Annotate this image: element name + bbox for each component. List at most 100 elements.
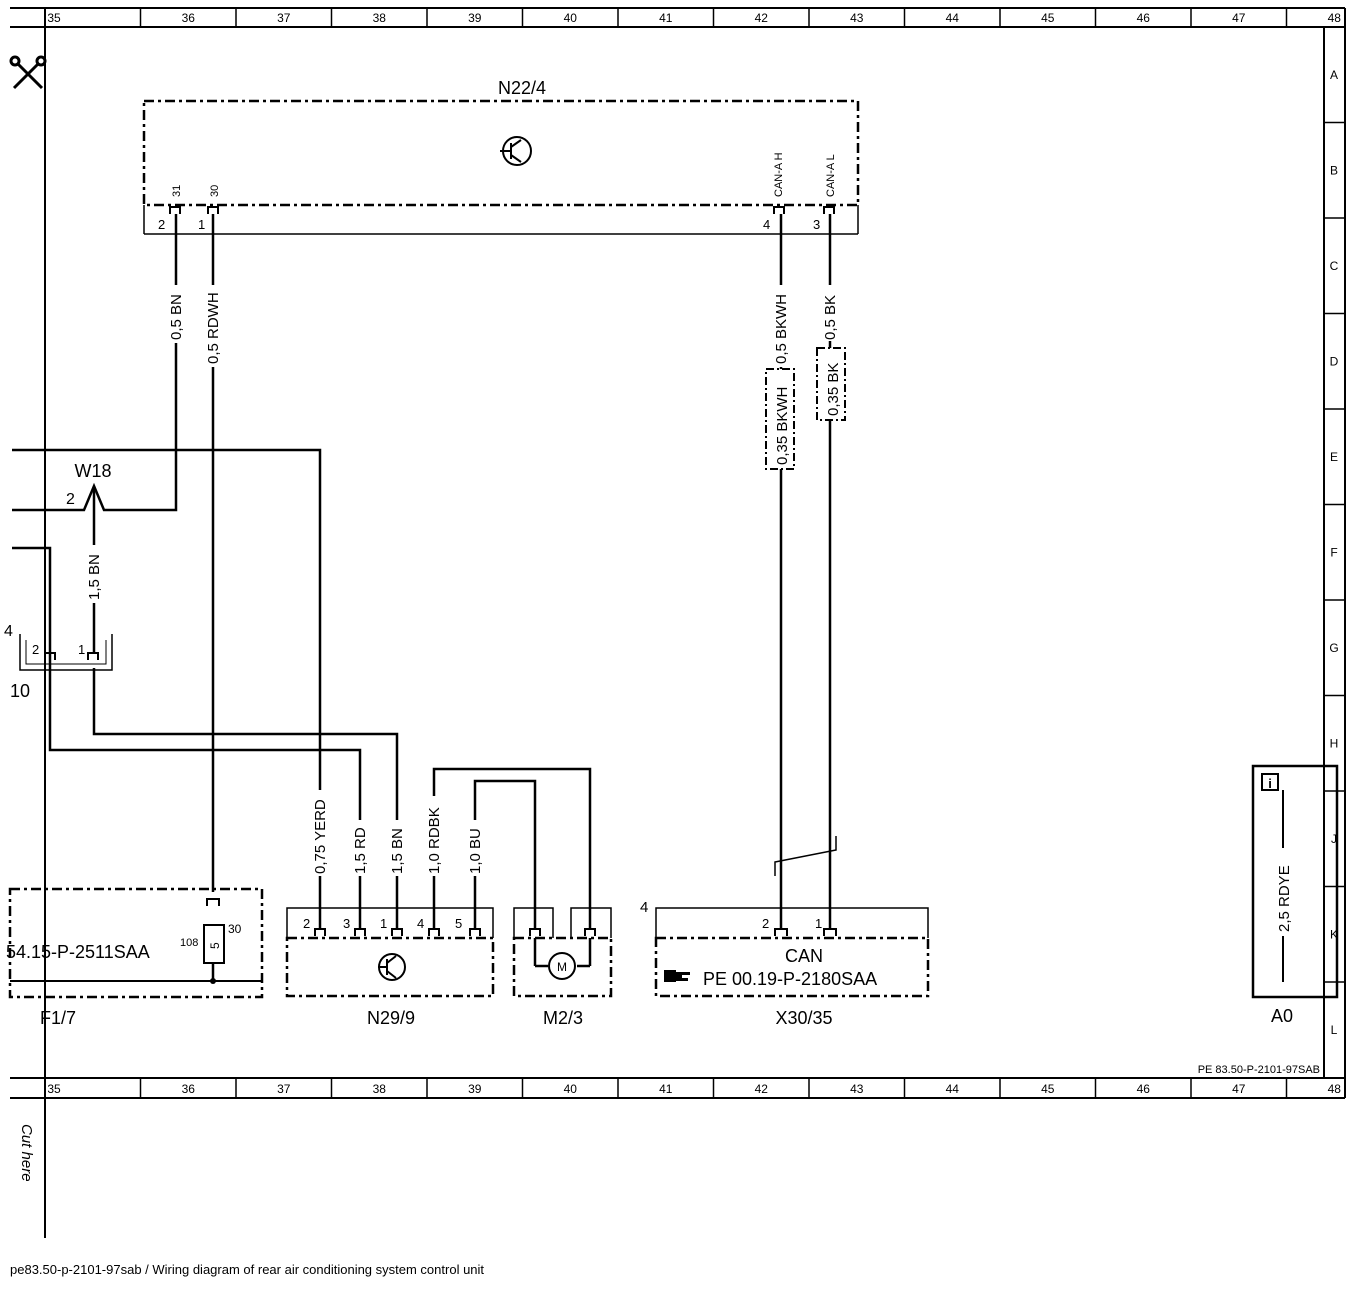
wire-label-rd-15: 1,5 RD — [352, 827, 369, 874]
grid-col-label: 43 — [850, 1082, 864, 1096]
svg-text:31: 31 — [171, 185, 183, 197]
grid-col-label: 36 — [182, 1082, 196, 1096]
component-x30-35: 4 2 1 CAN PE 00.19-P-2180SAA X30/35 — [640, 899, 930, 1028]
grid-row-label: F — [1330, 545, 1337, 559]
f1-7-ref: 54.15-P-2511SAA — [6, 942, 150, 962]
page-caption: pe83.50-p-2101-97sab / Wiring diagram of… — [10, 1262, 485, 1277]
wire-label-bn-15: 1,5 BN — [389, 828, 406, 874]
grid-col-label: 35 — [47, 1082, 61, 1096]
svg-text:5: 5 — [455, 916, 462, 931]
grid-col-label: 46 — [1137, 1082, 1151, 1096]
grid-col-label: 48 — [1328, 1082, 1342, 1096]
wire-label-rdwh-05: 0,5 RDWH — [205, 292, 222, 364]
grid-row-label: D — [1330, 354, 1339, 368]
grid-row-ticks — [1324, 121, 1345, 983]
component-n29-9: 2 3 1 4 5 N29/9 — [285, 907, 495, 1028]
wire-label-bkwh-05: 0,5 BKWH — [773, 294, 790, 364]
grid-col-label: 36 — [182, 11, 196, 25]
grid-col-label: 44 — [946, 1082, 960, 1096]
doc-reference: PE 83.50-P-2101-97SAB — [1198, 1064, 1320, 1076]
grid-col-label: 40 — [564, 11, 578, 25]
svg-text:3: 3 — [813, 217, 820, 232]
m2-3-label: M2/3 — [543, 1008, 583, 1028]
grid-col-label: 42 — [755, 11, 769, 25]
grid-row-label: E — [1330, 450, 1338, 464]
grid-col-label: 41 — [659, 1082, 673, 1096]
grid-row-label: C — [1330, 259, 1339, 273]
component-w18: W18 2 — [66, 461, 112, 508]
grid-col-label: 44 — [946, 11, 960, 25]
wire-label-rdbk-10: 1,0 RDBK — [426, 807, 443, 874]
grid-row-label: B — [1330, 163, 1338, 177]
svg-text:i: i — [1268, 776, 1272, 791]
svg-text:1: 1 — [380, 916, 387, 931]
n29-9-label: N29/9 — [367, 1008, 415, 1028]
wire-label-bk-05: 0,5 BK — [822, 295, 839, 340]
w18-label: W18 — [74, 461, 111, 481]
x30-35-ref: PE 00.19-P-2180SAA — [703, 969, 877, 989]
svg-text:3: 3 — [343, 916, 350, 931]
svg-text:4: 4 — [763, 217, 770, 232]
transistor-icon — [500, 136, 532, 166]
svg-text:1: 1 — [198, 217, 205, 232]
svg-text:2: 2 — [303, 916, 310, 931]
grid-col-label: 46 — [1137, 11, 1151, 25]
svg-text:108: 108 — [180, 937, 198, 949]
pointing-hand-icon — [664, 970, 690, 982]
cut-here-label: Cut here — [18, 1124, 35, 1182]
grid-row-label: H — [1330, 736, 1339, 750]
grid-col-label: 42 — [755, 1082, 769, 1096]
grid-col-label: 38 — [373, 1082, 387, 1096]
grid-col-label: 38 — [373, 11, 387, 25]
grid-row-labels: A B C D E F G H J K L — [1329, 68, 1338, 1037]
wire-label-bn-05: 0,5 BN — [168, 294, 185, 340]
svg-text:1: 1 — [78, 642, 85, 657]
grid-col-label: 45 — [1041, 11, 1055, 25]
component-n22-4: N22/4 31 30 CAN-A H CAN-A L 2 1 4 3 — [142, 78, 860, 235]
grid-col-label: 48 — [1328, 11, 1342, 25]
svg-text:2: 2 — [762, 916, 769, 931]
grid-row-label: L — [1331, 1023, 1338, 1037]
motor-icon: M — [548, 952, 576, 980]
grid-row-label: A — [1330, 68, 1338, 82]
grid-col-label: 45 — [1041, 1082, 1055, 1096]
svg-text:5: 5 — [208, 942, 222, 949]
scissors-icon — [9, 55, 47, 90]
wire-label-yerd-075: 0,75 YERD — [312, 799, 329, 874]
component-connector-left: 4 2 1 10 — [4, 623, 113, 701]
svg-text:2: 2 — [32, 642, 39, 657]
grid-col-label: 41 — [659, 11, 673, 25]
component-f1-7: 5 30 54.15-P-2511SAA 108 F1/7 — [6, 887, 264, 1028]
n22-4-label: N22/4 — [498, 78, 546, 98]
grid-col-label: 39 — [468, 11, 482, 25]
wire-labels: 0,5 BN 0,5 RDWH 0,5 BKWH 0,5 BK 0,35 BKW… — [84, 285, 846, 876]
grid-row-label: J — [1331, 832, 1337, 846]
grid-col-label: 35 — [47, 11, 61, 25]
grid-col-label: 43 — [850, 11, 864, 25]
n22-4-pin-contacts — [169, 206, 835, 214]
wire-label-bn-15-w18: 1,5 BN — [86, 554, 103, 600]
svg-text:1: 1 — [815, 916, 822, 931]
grid-row-label: G — [1329, 641, 1338, 655]
x30-35-title: CAN — [785, 946, 823, 966]
x30-35-label: X30/35 — [775, 1008, 832, 1028]
svg-text:M: M — [557, 960, 567, 974]
a0-label: A0 — [1271, 1006, 1293, 1026]
grid-column-ticks — [139, 8, 1288, 1098]
svg-text:4: 4 — [417, 916, 424, 931]
f1-7-label: F1/7 — [40, 1008, 76, 1028]
svg-text:4: 4 — [4, 623, 13, 640]
diagram-frame — [10, 7, 1346, 1238]
grid-row-label: K — [1330, 927, 1338, 941]
connector-left-label-10: 10 — [10, 681, 30, 701]
svg-text:4: 4 — [640, 899, 648, 916]
wire-label-bk-035: 0,35 BK — [825, 363, 842, 416]
grid-col-label: 47 — [1232, 1082, 1246, 1096]
grid-col-label: 37 — [277, 1082, 291, 1096]
svg-text:30: 30 — [228, 922, 242, 936]
grid-col-label: 39 — [468, 1082, 482, 1096]
transistor-icon — [378, 953, 406, 981]
svg-text:CAN-A H: CAN-A H — [773, 152, 785, 197]
